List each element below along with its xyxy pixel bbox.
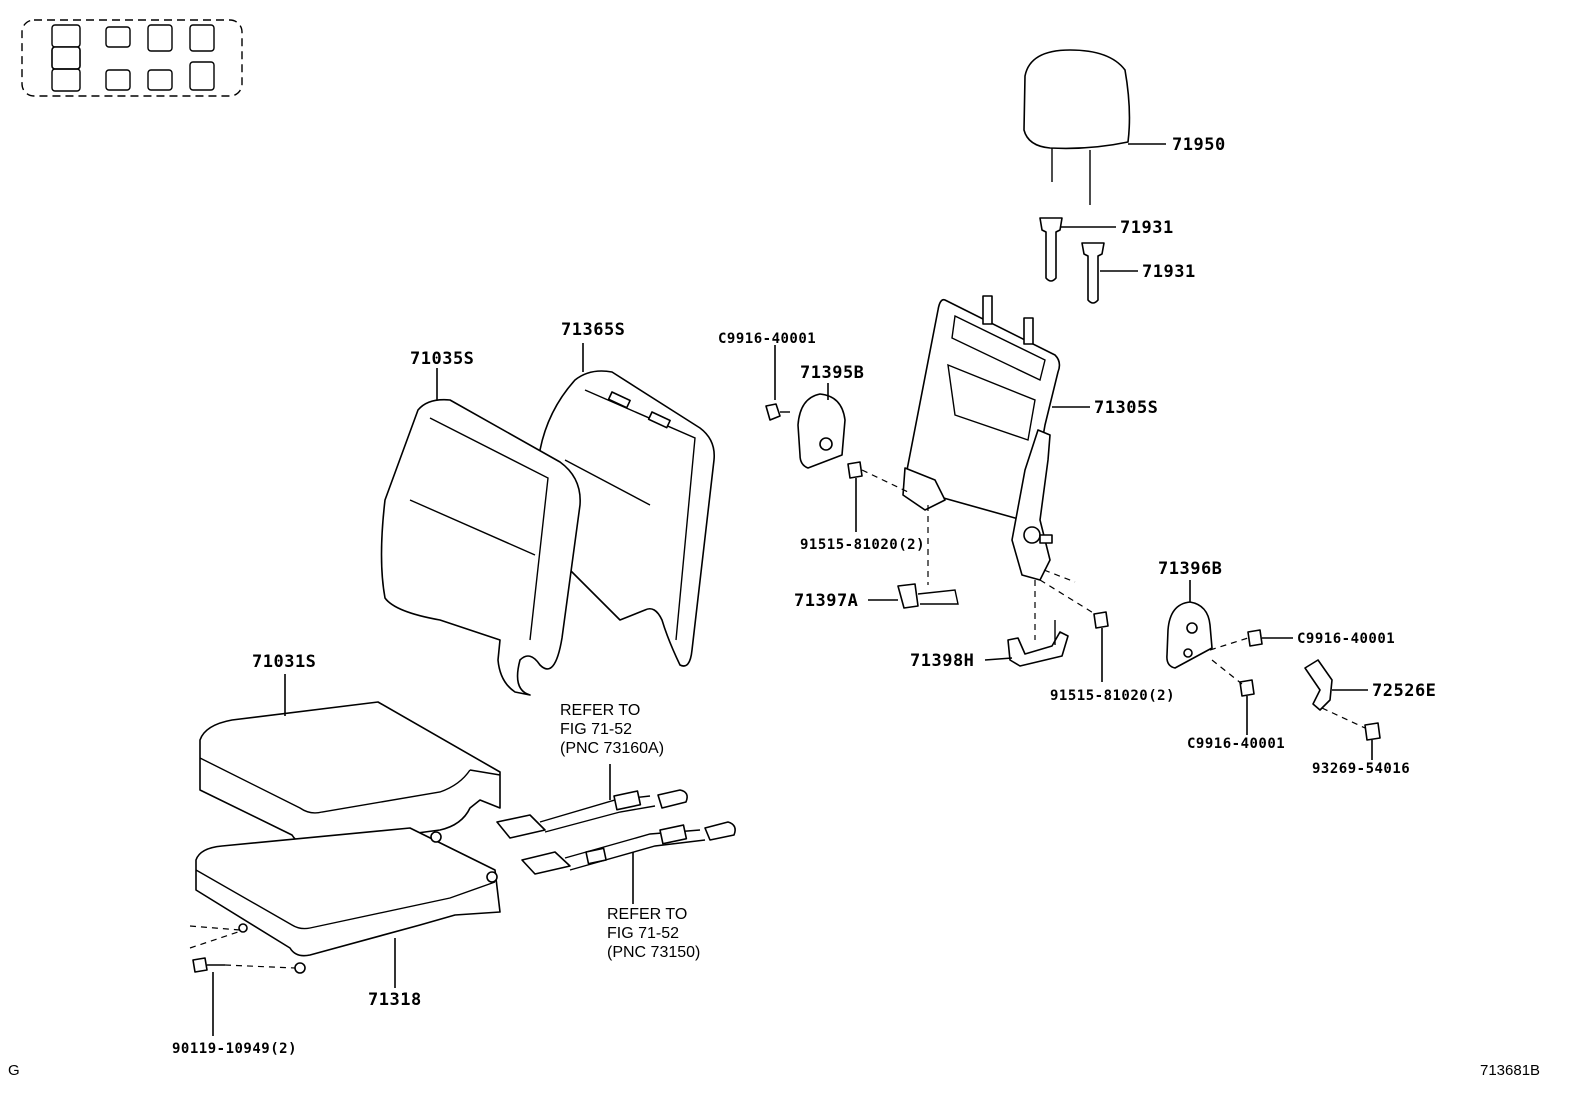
refer-note-line: REFER TO [560,702,640,719]
seat-belt-buckle-drawing [496,789,736,875]
refer-note-73150: REFER TO FIG 71-52 (PNC 73150) [607,906,700,961]
part-number-71397a: 71397A [794,591,858,611]
part-number-91515-left: 91515-81020(2) [800,537,925,553]
part-number-71305s: 71305S [1094,398,1158,418]
part-number-91515-right: 91515-81020(2) [1050,688,1175,704]
vehicle-locator-icon [21,19,243,97]
part-number-71035s: 71035S [410,349,474,369]
part-number-71395b: 71395B [800,363,864,383]
seatback-cover-drawing [380,398,581,696]
hinge-cover-left-drawing [765,393,863,479]
release-cover-drawing [1007,620,1069,667]
part-number-c9916-right: C9916-40001 [1297,631,1395,647]
lock-cover-drawing [897,583,959,609]
part-number-93269: 93269-54016 [1312,761,1410,777]
seatback-pad-drawing [539,370,716,667]
corner-code-left: G [8,1062,20,1079]
part-number-72526e: 72526E [1372,681,1436,701]
cushion-cover-drawing [199,701,501,848]
part-number-71396b: 71396B [1158,559,1222,579]
part-number-90119: 90119-10949(2) [172,1041,297,1057]
headrest-drawing [1023,49,1131,205]
refer-note-line: REFER TO [607,906,687,923]
refer-note-73160a: REFER TO FIG 71-52 (PNC 73160A) [560,702,664,757]
illustration-number: 713681B [1480,1062,1540,1079]
part-number-71931-b: 71931 [1142,262,1196,282]
part-number-71950: 71950 [1172,135,1226,155]
seatback-frame-drawing [902,295,1061,581]
part-number-71031s: 71031S [252,652,316,672]
refer-note-line: (PNC 73150) [607,944,700,961]
part-number-c9916-lower: C9916-40001 [1187,736,1285,752]
refer-note-line: FIG 71-52 [560,721,632,738]
part-number-71931-a: 71931 [1120,218,1174,238]
cushion-frame-drawing [195,827,501,974]
handle-bracket-drawing [1304,659,1381,741]
part-number-c9916-upper: C9916-40001 [718,331,816,347]
part-number-71318: 71318 [368,990,422,1010]
part-number-71365s: 71365S [561,320,625,340]
hinge-cover-right-drawing [1166,601,1263,697]
refer-note-line: (PNC 73160A) [560,740,664,757]
refer-note-line: FIG 71-52 [607,925,679,942]
part-number-71398h: 71398H [910,651,974,671]
headrest-guide-drawing [1039,217,1105,304]
